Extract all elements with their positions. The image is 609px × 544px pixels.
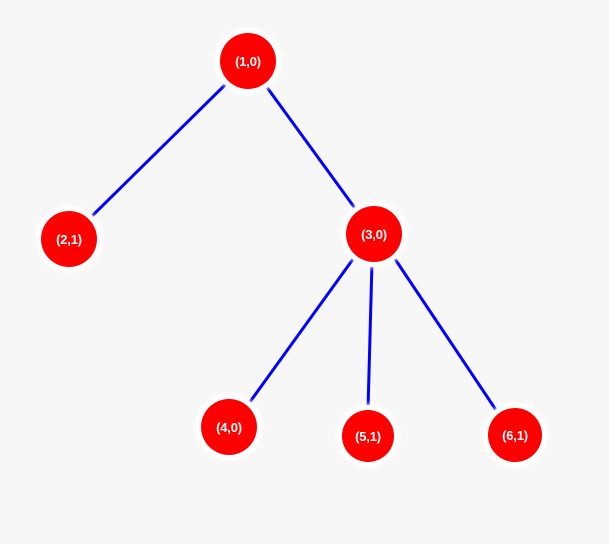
graph-node-label: (5,1) — [355, 428, 381, 444]
graph-node-label: (1,0) — [235, 53, 261, 69]
graph-node-n2[interactable]: (2,1) — [41, 211, 97, 267]
graph-edge-n1-n2 — [87, 80, 230, 221]
graph-node-n1[interactable]: (1,0) — [220, 33, 276, 89]
graph-edge-n3-n5 — [366, 260, 374, 412]
graph-node-label: (6,1) — [502, 427, 528, 443]
graph-node-label: (3,0) — [361, 226, 387, 242]
graph-edge-n3-n6 — [391, 254, 500, 415]
graph-node-n3[interactable]: (3,0) — [346, 206, 402, 262]
graph-edge-n3-n4 — [245, 253, 358, 408]
graph-edge-n1-n3 — [264, 84, 359, 213]
graph-node-label: (4,0) — [216, 419, 242, 435]
graph-node-n5[interactable]: (5,1) — [342, 410, 394, 462]
graph-node-n4[interactable]: (4,0) — [201, 399, 257, 455]
graph-node-n6[interactable]: (6,1) — [488, 408, 542, 462]
graph-node-label: (2,1) — [56, 231, 82, 247]
